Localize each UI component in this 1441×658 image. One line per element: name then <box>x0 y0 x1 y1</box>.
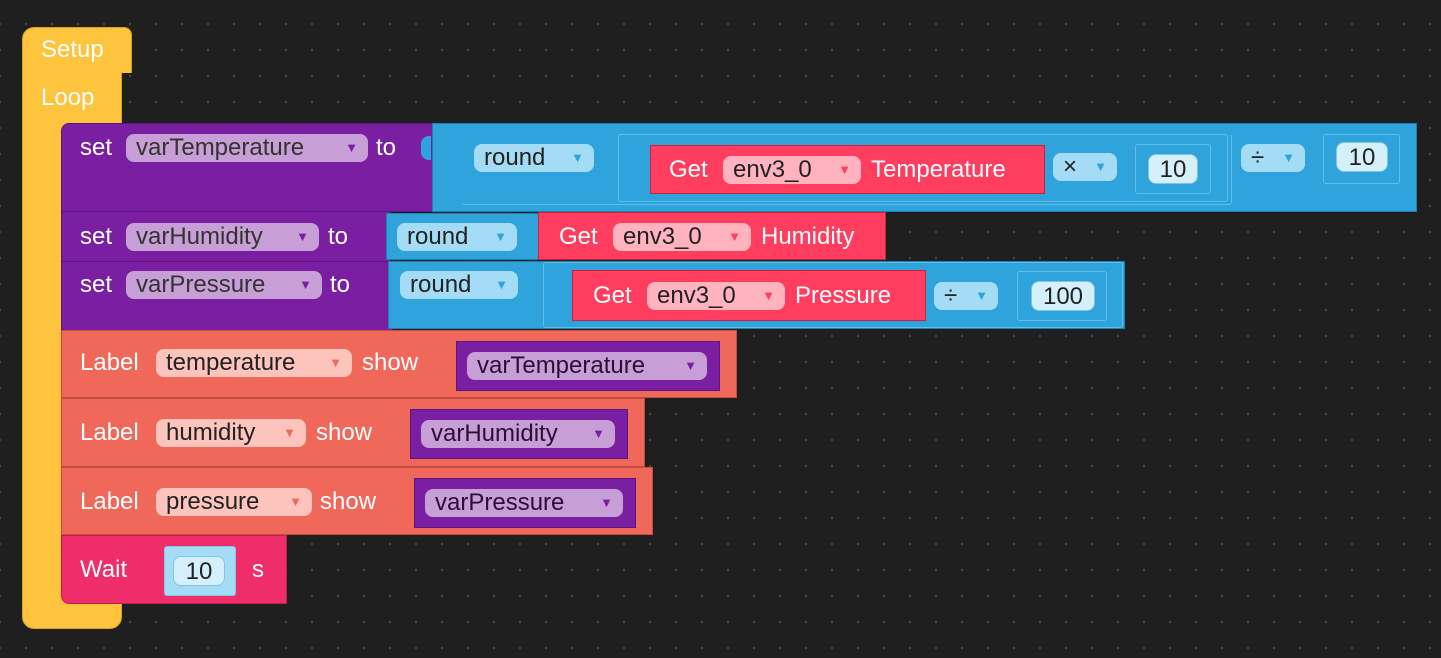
label-keyword: Label <box>80 419 139 446</box>
var-temperature-dropdown[interactable]: varTemperature▼ <box>467 352 707 380</box>
divide-operator-dropdown[interactable]: ÷▼ <box>934 282 998 310</box>
var-pressure-dropdown[interactable]: varPressure▼ <box>425 489 623 517</box>
wait-seconds-input[interactable]: 10 <box>173 556 225 586</box>
var-humidity-dropdown[interactable]: varHumidity▼ <box>421 420 615 448</box>
chevron-down-icon: ▼ <box>345 140 358 155</box>
seconds-unit: s <box>252 556 264 583</box>
set-var-temperature-block[interactable]: set varTemperature▼ to <box>61 123 436 212</box>
chevron-down-icon: ▼ <box>494 229 507 244</box>
set-var-pressure-block[interactable]: set varPressure▼ to <box>61 261 393 331</box>
to-keyword: to <box>376 134 397 161</box>
chevron-down-icon: ▼ <box>289 494 302 509</box>
get-humidity-block[interactable]: Get env3_0▼ Humidity <box>538 212 886 260</box>
show-keyword: show <box>316 419 373 446</box>
set-var-humidity-block[interactable]: set varHumidity▼ to <box>61 211 391 262</box>
chevron-down-icon: ▼ <box>1282 150 1295 165</box>
get-keyword: Get <box>559 223 598 250</box>
var-humidity-reporter[interactable]: varHumidity▼ <box>410 409 628 459</box>
round-dropdown[interactable]: round▼ <box>397 223 517 251</box>
chevron-down-icon: ▼ <box>592 426 605 441</box>
var-pressure-reporter[interactable]: varPressure▼ <box>414 478 636 528</box>
var-humidity-dropdown[interactable]: varHumidity▼ <box>126 223 319 251</box>
to-keyword: to <box>330 271 351 298</box>
setup-label: Setup <box>41 36 104 63</box>
chevron-down-icon: ▼ <box>600 495 613 510</box>
round-block-humidity[interactable]: round▼ <box>386 213 544 260</box>
divide-operator-dropdown[interactable]: ÷▼ <box>1241 144 1305 172</box>
multiply-operator-dropdown[interactable]: ×▼ <box>1053 153 1117 181</box>
label-target-dropdown[interactable]: humidity▼ <box>156 419 306 447</box>
chevron-down-icon: ▼ <box>571 150 584 165</box>
property-label: Pressure <box>795 282 892 309</box>
label-keyword: Label <box>80 349 139 376</box>
label-target-dropdown[interactable]: pressure▼ <box>156 488 312 516</box>
loop-label: Loop <box>41 84 95 111</box>
chevron-down-icon: ▼ <box>283 425 296 440</box>
property-label: Humidity <box>761 223 855 250</box>
label-humidity-block[interactable]: Label humidity▼ show varHumidity▼ <box>61 398 645 467</box>
chevron-down-icon: ▼ <box>684 358 697 373</box>
wait-block[interactable]: Wait 10 s <box>61 535 287 604</box>
chevron-down-icon: ▼ <box>838 162 851 177</box>
wait-number-socket: 10 <box>164 546 236 596</box>
device-dropdown[interactable]: env3_0▼ <box>723 156 861 184</box>
label-pressure-block[interactable]: Label pressure▼ show varPressure▼ <box>61 467 653 535</box>
label-temperature-block[interactable]: Label temperature▼ show varTemperature▼ <box>61 330 737 398</box>
to-keyword: to <box>328 223 349 250</box>
setup-block[interactable]: Setup <box>22 27 132 73</box>
chevron-down-icon: ▼ <box>329 355 342 370</box>
set-keyword: set <box>80 223 113 250</box>
divisor-input[interactable]: 100 <box>1031 281 1095 311</box>
multiplier-input[interactable]: 10 <box>1148 154 1198 184</box>
get-temperature-block[interactable]: Get env3_0▼ Temperature <box>650 145 1045 194</box>
divisor-input[interactable]: 10 <box>1336 142 1388 172</box>
puzzle-notch <box>421 136 431 160</box>
var-temperature-dropdown[interactable]: varTemperature▼ <box>126 134 368 162</box>
property-label: Temperature <box>871 156 1006 183</box>
chevron-down-icon: ▼ <box>762 288 775 303</box>
label-target-dropdown[interactable]: temperature▼ <box>156 349 352 377</box>
chevron-down-icon: ▼ <box>1094 159 1107 174</box>
round-dropdown[interactable]: round▼ <box>474 144 594 172</box>
get-pressure-block[interactable]: Get env3_0▼ Pressure <box>572 270 926 321</box>
set-keyword: set <box>80 134 113 161</box>
show-keyword: show <box>320 488 377 515</box>
var-temperature-reporter[interactable]: varTemperature▼ <box>456 341 720 391</box>
show-keyword: show <box>362 349 419 376</box>
chevron-down-icon: ▼ <box>299 277 312 292</box>
label-keyword: Label <box>80 488 139 515</box>
chevron-down-icon: ▼ <box>495 277 508 292</box>
chevron-down-icon: ▼ <box>975 288 988 303</box>
device-dropdown[interactable]: env3_0▼ <box>647 282 785 310</box>
chevron-down-icon: ▼ <box>296 229 309 244</box>
device-dropdown[interactable]: env3_0▼ <box>613 223 751 251</box>
wait-keyword: Wait <box>80 556 128 583</box>
round-dropdown[interactable]: round▼ <box>400 271 518 299</box>
set-keyword: set <box>80 271 113 298</box>
var-pressure-dropdown[interactable]: varPressure▼ <box>126 271 322 299</box>
chevron-down-icon: ▼ <box>728 229 741 244</box>
get-keyword: Get <box>669 156 708 183</box>
get-keyword: Get <box>593 282 632 309</box>
